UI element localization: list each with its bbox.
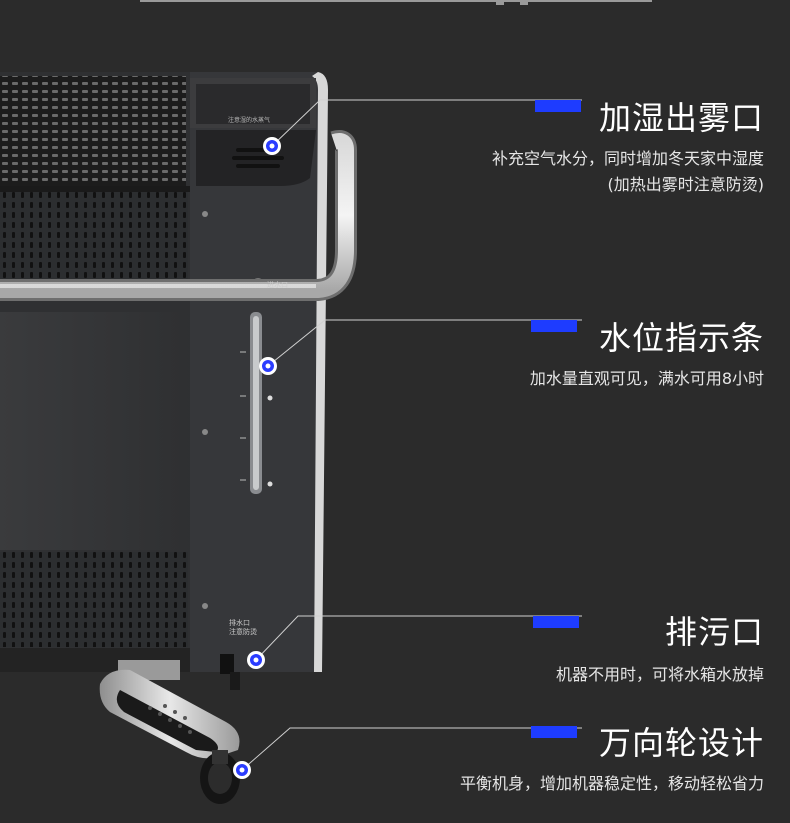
drain-note-label: 注意防烫 <box>229 627 257 636</box>
top-divider <box>140 0 652 2</box>
callout-marker <box>247 651 265 669</box>
feature-drain: 排污口 机器不用时，可将水箱水放掉 <box>556 612 764 688</box>
callout-lines <box>241 99 582 771</box>
feature-desc: 补充空气水分，同时增加冬天家中湿度 <box>491 149 764 168</box>
feature-water-level: 水位指示条 加水量直观可见，满水可用8小时 <box>530 318 764 392</box>
top-tick <box>520 0 528 5</box>
callout-marker <box>263 137 281 155</box>
feature-caster: 万向轮设计 平衡机身，增加机器稳定性，移动轻松省力 <box>460 723 764 797</box>
feature-desc: (加热出雾时注意防烫) <box>607 175 765 194</box>
feature-desc: 机器不用时，可将水箱水放掉 <box>555 665 764 684</box>
accent-bar <box>533 616 579 628</box>
top-tick <box>496 0 504 5</box>
feature-desc: 平衡机身，增加机器稳定性，移动轻松省力 <box>459 774 764 793</box>
feature-title: 排污口 <box>664 613 764 651</box>
feature-title: 加湿出雾口 <box>598 99 764 137</box>
accent-bar <box>535 100 581 112</box>
carry-handle <box>0 130 357 301</box>
accent-bar <box>531 320 577 332</box>
accent-bar <box>531 726 577 738</box>
heater-body <box>0 72 328 690</box>
drain-port-label: 排水口 <box>229 618 250 627</box>
mist-caption-label: 注意湿的水蒸气 <box>228 116 270 124</box>
feature-title: 水位指示条 <box>598 319 764 357</box>
callout-marker <box>259 357 277 375</box>
callout-marker <box>233 761 251 779</box>
feature-mist-outlet: 加湿出雾口 补充空气水分，同时增加冬天家中湿度 (加热出雾时注意防烫) <box>492 98 764 198</box>
feature-desc: 加水量直观可见，满水可用8小时 <box>529 369 764 388</box>
fill-port-label: 进水口 <box>267 280 288 289</box>
caster-foot <box>99 660 240 804</box>
feature-title: 万向轮设计 <box>598 724 764 762</box>
